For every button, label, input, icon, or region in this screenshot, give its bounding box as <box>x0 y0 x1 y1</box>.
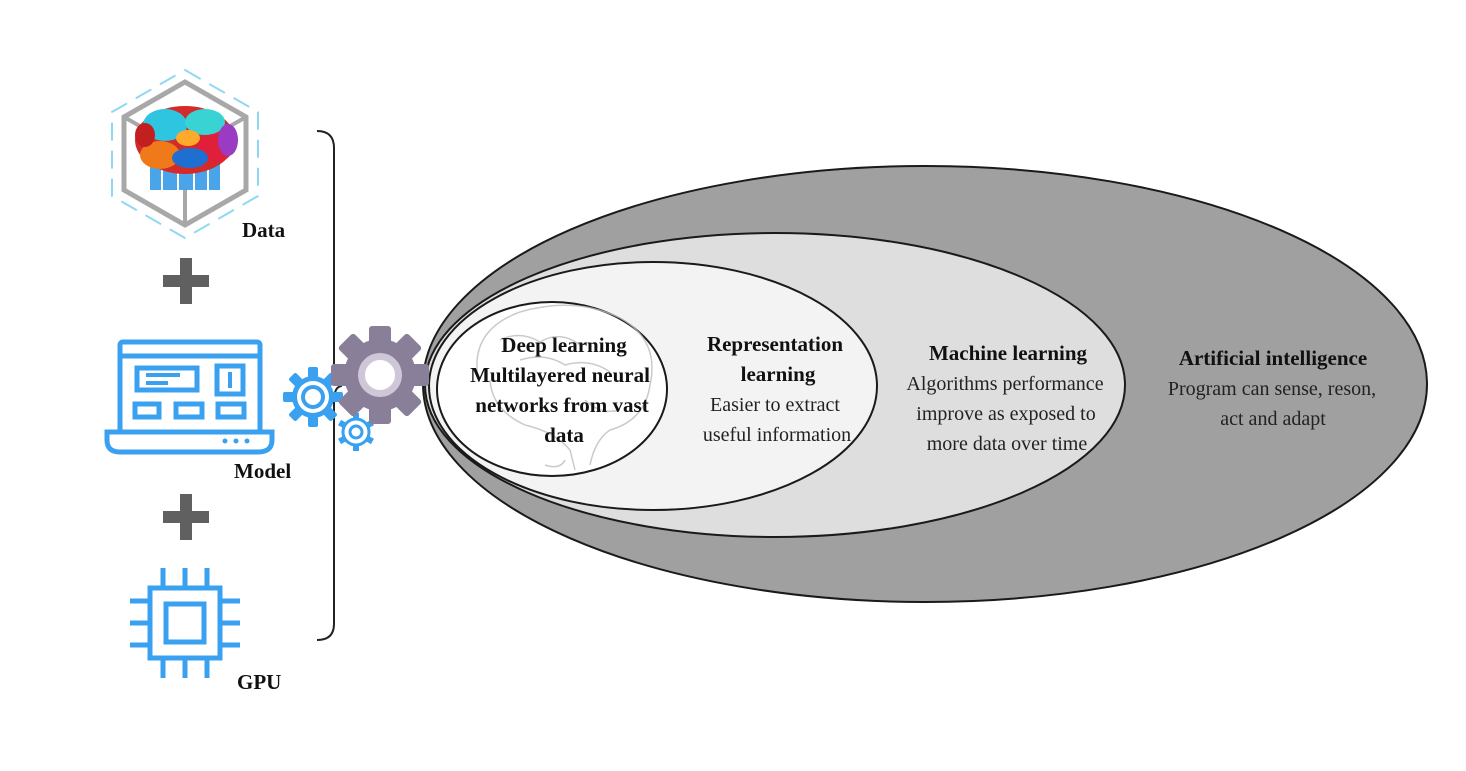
brain-cube-icon <box>111 68 259 240</box>
gpu-label: GPU <box>237 670 281 694</box>
rl-title-line2: learning <box>741 362 816 386</box>
gear-icon <box>338 413 374 451</box>
rl-title-line1: Representation <box>707 332 843 356</box>
ml-title: Machine learning <box>929 341 1088 365</box>
brain-sketch-icon <box>476 304 653 471</box>
gear-icon <box>283 367 343 427</box>
dl-line1: Multilayered neural <box>470 363 650 387</box>
ml-line2: improve as exposed to <box>916 403 1095 425</box>
dl-line3: data <box>544 423 584 447</box>
rl-line1: Easier to extract <box>710 394 840 416</box>
gear-icon <box>331 326 429 424</box>
dl-line2: networks from vast <box>475 393 648 417</box>
dl-title: Deep learning <box>501 333 627 357</box>
ai-line2: act and adapt <box>1220 408 1326 430</box>
ml-line1: Algorithms performance <box>906 373 1103 395</box>
rl-line2: useful information <box>703 424 851 446</box>
cpu-chip-icon <box>130 568 240 678</box>
model-label: Model <box>234 459 291 483</box>
plus-icon <box>163 494 209 540</box>
ai-line1: Program can sense, reson, <box>1168 378 1376 400</box>
plus-icon <box>163 258 209 304</box>
ai-title: Artificial intelligence <box>1179 346 1367 370</box>
ml-line3: more data over time <box>927 433 1088 455</box>
dl-ellipse <box>436 301 668 477</box>
data-label: Data <box>242 218 286 242</box>
laptop-dashboard-icon <box>104 339 275 455</box>
